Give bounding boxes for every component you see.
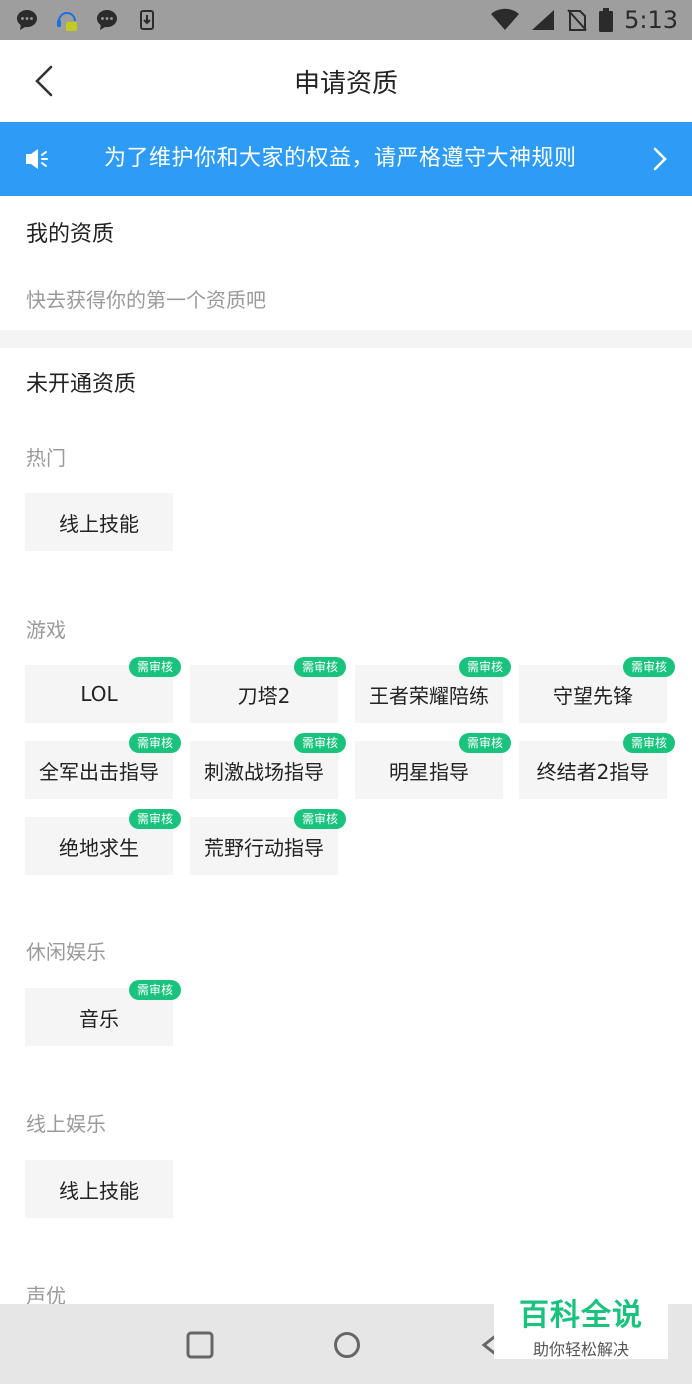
qualification-name: 守望先锋 xyxy=(553,683,633,708)
notice-text: 为了维护你和大家的权益，请严格遵守大神规则 xyxy=(104,146,577,171)
speaker-icon xyxy=(26,149,48,169)
no-sim-icon xyxy=(567,9,587,31)
qualification-tag[interactable]: 线上技能 xyxy=(25,493,173,551)
category-label-leisure: 休闲娱乐 xyxy=(26,940,106,964)
category-label-hot: 热门 xyxy=(26,446,66,470)
assistant-icon xyxy=(57,12,77,31)
signal-icon xyxy=(532,10,555,30)
review-required-badge: 需审核 xyxy=(622,657,675,677)
qualification-name: 终结者2指导 xyxy=(536,759,650,784)
qualification-tag[interactable]: 音乐 需审核 xyxy=(25,980,181,1046)
status-left-icons xyxy=(14,7,160,33)
qualification-tag[interactable]: 王者荣耀陪练 需审核 xyxy=(355,657,511,723)
review-required-badge: 需审核 xyxy=(622,733,675,753)
review-required-badge: 需审核 xyxy=(293,657,346,677)
message-icon xyxy=(97,10,117,30)
chevron-left-icon xyxy=(35,65,53,97)
rules-notice-banner[interactable]: 为了维护你和大家的权益，请严格遵守大神规则 xyxy=(0,122,692,196)
qualification-tag[interactable]: 线上技能 xyxy=(25,1160,173,1218)
status-right-icons: 5:13 xyxy=(490,6,678,34)
status-time: 5:13 xyxy=(624,6,678,34)
page-title: 申请资质 xyxy=(293,68,398,99)
qualification-tag[interactable]: LOL 需审核 xyxy=(25,657,181,723)
my-qualifications-title: 我的资质 xyxy=(26,222,115,247)
qualification-name: 刀塔2 xyxy=(237,683,291,708)
qualification-tag[interactable]: 荒野行动指导 需审核 xyxy=(190,809,346,875)
review-required-badge: 需审核 xyxy=(293,809,346,829)
qualification-name: 明星指导 xyxy=(389,759,469,784)
review-required-badge: 需审核 xyxy=(128,733,181,753)
qualification-tag[interactable]: 守望先锋 需审核 xyxy=(519,657,675,723)
qualification-tag[interactable]: 终结者2指导 需审核 xyxy=(519,733,675,799)
message-icon xyxy=(17,10,37,30)
qualification-tag[interactable]: 刀塔2 需审核 xyxy=(190,657,346,723)
back-icon[interactable] xyxy=(478,1330,508,1360)
recent-apps-icon[interactable] xyxy=(185,1330,215,1360)
qualification-tag[interactable]: 绝地求生 需审核 xyxy=(25,809,181,875)
review-required-badge: 需审核 xyxy=(458,657,511,677)
review-required-badge: 需审核 xyxy=(128,809,181,829)
wifi-icon xyxy=(491,8,520,30)
category-label-online-entertainment: 线上娱乐 xyxy=(26,1112,106,1136)
battery-icon xyxy=(599,8,614,32)
watermark-title: 百科全说 xyxy=(519,1298,643,1333)
section-divider xyxy=(0,330,692,348)
download-icon xyxy=(140,10,154,30)
review-required-badge: 需审核 xyxy=(128,657,181,677)
qualification-name: 音乐 xyxy=(79,1006,119,1031)
review-required-badge: 需审核 xyxy=(128,980,181,1000)
watermark-logo: 百科全说 助你轻松解决 xyxy=(494,1284,668,1359)
qualification-tag[interactable]: 刺激战场指导 需审核 xyxy=(190,733,346,799)
qualification-tag[interactable]: 全军出击指导 需审核 xyxy=(25,733,181,799)
qualification-name: LOL xyxy=(80,682,118,706)
unopened-qualifications-title: 未开通资质 xyxy=(26,372,137,397)
watermark-subtitle: 助你轻松解决 xyxy=(532,1340,629,1359)
review-required-badge: 需审核 xyxy=(458,733,511,753)
qualification-name: 线上技能 xyxy=(59,1178,139,1203)
qualification-name: 全军出击指导 xyxy=(39,759,159,784)
qualification-name: 王者荣耀陪练 xyxy=(369,683,489,708)
qualification-name: 荒野行动指导 xyxy=(204,835,324,860)
my-qualifications-empty-hint: 快去获得你的第一个资质吧 xyxy=(26,288,266,312)
back-button[interactable] xyxy=(24,60,64,102)
home-icon[interactable] xyxy=(332,1330,362,1360)
qualification-name: 刺激战场指导 xyxy=(204,759,324,784)
status-bar: 5:13 xyxy=(0,0,692,40)
chevron-right-icon xyxy=(653,147,667,171)
qualification-name: 线上技能 xyxy=(59,511,139,536)
category-label-games: 游戏 xyxy=(26,618,66,642)
header: 申请资质 xyxy=(0,40,692,122)
qualification-name: 绝地求生 xyxy=(59,835,139,860)
qualification-tag[interactable]: 明星指导 需审核 xyxy=(355,733,511,799)
review-required-badge: 需审核 xyxy=(293,733,346,753)
